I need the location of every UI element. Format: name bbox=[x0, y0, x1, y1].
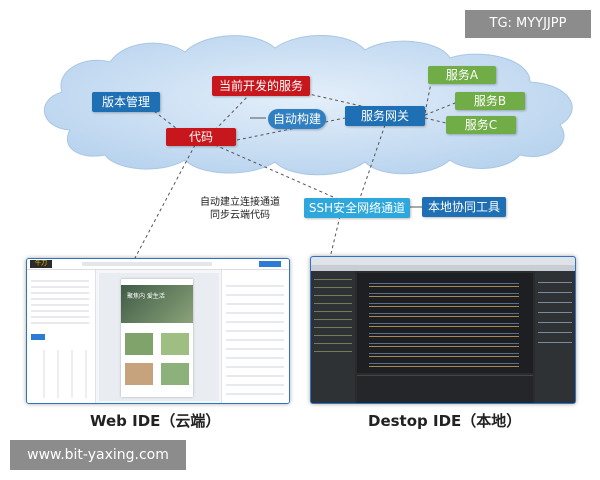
connector-code-to-current bbox=[214, 93, 251, 131]
code-lines bbox=[369, 279, 519, 367]
props-lines bbox=[226, 278, 284, 398]
node-current-service: 当前开发的服务 bbox=[212, 76, 310, 96]
node-version-management: 版本管理 bbox=[92, 92, 160, 112]
node-service-b: 服务B bbox=[455, 92, 525, 110]
connector-ssh-to-desktop bbox=[329, 215, 341, 259]
web-ide-canvas: 聚焦内 爱生活 bbox=[99, 273, 219, 401]
sync-note: 自动建立连接通道 同步云端代码 bbox=[195, 196, 285, 222]
panel-lines bbox=[31, 276, 89, 326]
connector-gateway-to-ssh bbox=[359, 124, 386, 199]
node-service-a: 服务A bbox=[428, 66, 496, 84]
phone-banner: 聚焦内 爱生活 bbox=[121, 285, 193, 323]
caption-web-ide: Web IDE（云端） bbox=[90, 412, 221, 430]
desktop-ide-explorer bbox=[311, 271, 355, 403]
node-service-gateway: 服务网关 bbox=[345, 106, 425, 126]
outline-tree bbox=[538, 277, 572, 347]
connector-code-to-ssh bbox=[214, 144, 341, 201]
connector-gateway-to-service-b bbox=[424, 100, 461, 116]
sync-note-line2: 同步云端代码 bbox=[210, 210, 270, 221]
phone-product-4 bbox=[161, 363, 189, 385]
sync-note-line1: 自动建立连接通道 bbox=[200, 197, 280, 208]
connector-code-to-gateway bbox=[236, 117, 346, 141]
web-ide-toolbar-strip bbox=[82, 262, 212, 266]
caption-desktop-ide: Destop IDE（本地） bbox=[368, 412, 522, 430]
desktop-ide-console bbox=[357, 375, 533, 403]
desktop-ide-screenshot bbox=[310, 256, 576, 404]
phone-banner-text: 聚焦内 爱生活 bbox=[127, 293, 165, 300]
panel-blue-tab bbox=[31, 334, 45, 340]
desktop-ide-menubar bbox=[311, 265, 575, 271]
phone-product-3 bbox=[125, 363, 153, 385]
panel-grid bbox=[31, 350, 89, 398]
web-ide-left-panel bbox=[27, 270, 96, 403]
phone-product-2 bbox=[161, 333, 189, 355]
node-code: 代码 bbox=[166, 128, 236, 146]
desktop-ide-editor bbox=[357, 273, 533, 373]
node-ssh-channel: SSH安全网络通道 bbox=[304, 198, 410, 218]
watermark-bottom: www.bit-yaxing.com bbox=[10, 440, 186, 470]
node-auto-build: 自动构建 bbox=[268, 109, 326, 129]
connector-gateway-to-service-c bbox=[424, 117, 451, 125]
watermark-top: TG: MYYJJPP bbox=[465, 10, 591, 38]
node-local-tool: 本地协同工具 bbox=[422, 197, 506, 217]
phone-preview: 聚焦内 爱生活 bbox=[121, 279, 193, 397]
web-ide-topbar: 牛刀 bbox=[27, 259, 289, 270]
web-ide-screenshot: 牛刀 聚焦内 爱生活 bbox=[26, 258, 290, 404]
phone-product-1 bbox=[125, 333, 153, 355]
desktop-ide-outline bbox=[535, 271, 575, 403]
node-service-c: 服务C bbox=[446, 116, 516, 134]
web-ide-logo: 牛刀 bbox=[30, 260, 52, 268]
desktop-ide-titlebar bbox=[311, 257, 575, 265]
web-ide-run-button bbox=[259, 261, 281, 267]
web-ide-right-panel bbox=[221, 270, 289, 403]
explorer-tree bbox=[314, 275, 352, 355]
